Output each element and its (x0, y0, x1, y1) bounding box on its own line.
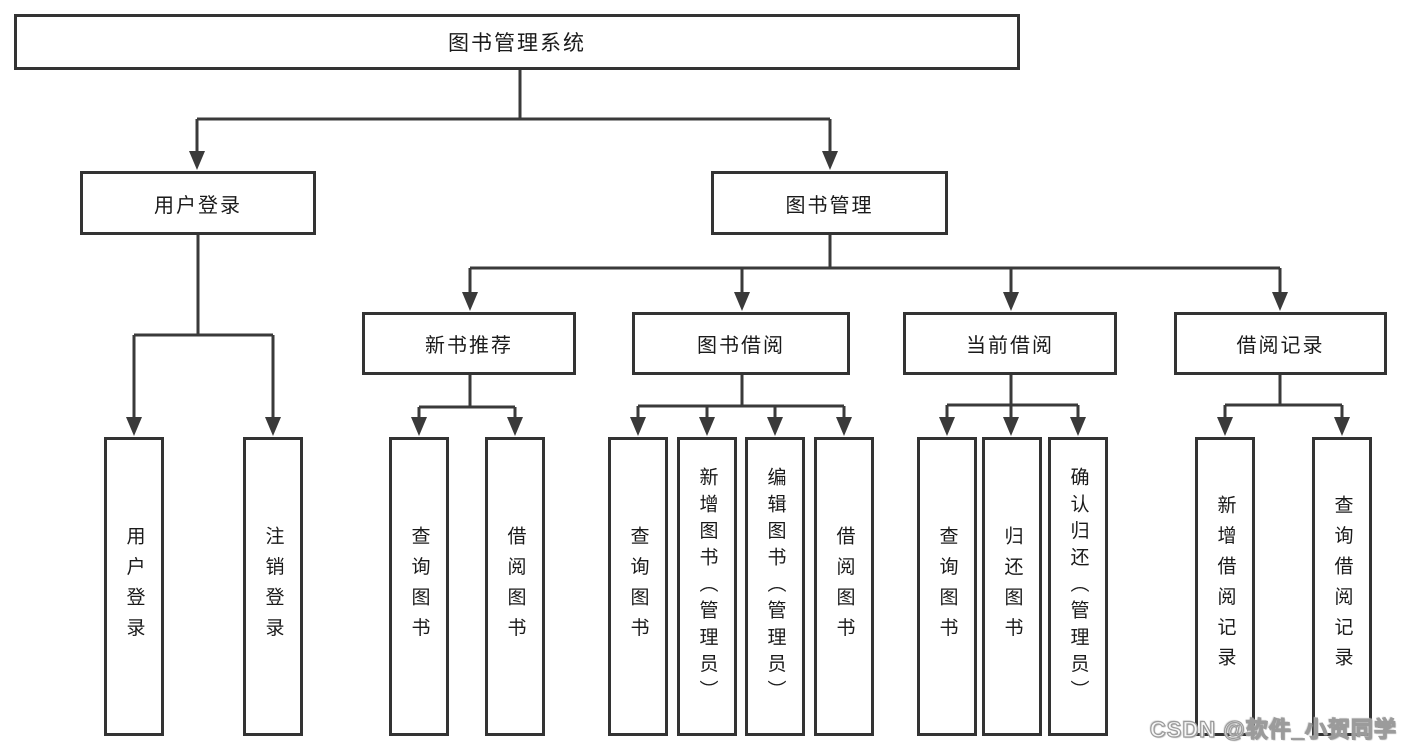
node-label: 图书借阅 (697, 335, 785, 357)
node-label: 查询图书 (936, 525, 958, 648)
node-label: 编辑图书（管理员） (764, 466, 786, 707)
leaf-return-books: 归还图书 (982, 437, 1042, 736)
leaf-borrow-books-borrow: 借阅图书 (814, 437, 874, 736)
node-label: 确认归还（管理员） (1067, 466, 1089, 707)
leaf-query-borrow-record: 查询借阅记录 (1312, 437, 1372, 736)
node-label: 查询借阅记录 (1331, 495, 1353, 678)
leaf-add-borrow-record: 新增借阅记录 (1195, 437, 1255, 736)
node-system-root: 图书管理系统 (14, 14, 1020, 70)
node-new-book-recommend: 新书推荐 (362, 312, 576, 375)
node-label: 图书管理 (785, 194, 874, 217)
node-label: 用户登录 (154, 194, 242, 217)
node-label: 注销登录 (262, 525, 284, 648)
leaf-user-login: 用户登录 (104, 437, 164, 736)
node-user-login: 用户登录 (80, 171, 316, 235)
node-current-borrow: 当前借阅 (903, 312, 1117, 375)
node-label: 借阅图书 (504, 525, 526, 648)
node-book-management: 图书管理 (711, 171, 948, 235)
node-book-borrow: 图书借阅 (632, 312, 850, 375)
leaf-query-books-borrow: 查询图书 (608, 437, 668, 736)
node-label: 图书管理系统 (448, 32, 586, 55)
arrowheads (126, 151, 1350, 436)
leaf-query-books-recommend: 查询图书 (389, 437, 449, 736)
node-label: 用户登录 (123, 525, 145, 648)
csdn-watermark: CSDN @软件_小贺同学 (1149, 716, 1397, 742)
node-label: 借阅图书 (833, 525, 855, 648)
leaf-confirm-return-admin: 确认归还（管理员） (1048, 437, 1108, 736)
node-label: 查询图书 (627, 525, 649, 648)
leaf-add-book-admin: 新增图书（管理员） (677, 437, 737, 736)
node-label: 当前借阅 (966, 335, 1054, 357)
node-label: 查询图书 (408, 525, 430, 648)
tree-edges (132, 70, 1344, 421)
node-label: 新增图书（管理员） (696, 466, 718, 707)
node-label: 新增借阅记录 (1214, 495, 1236, 678)
leaf-logout: 注销登录 (243, 437, 303, 736)
leaf-borrow-books-recommend: 借阅图书 (485, 437, 545, 736)
node-label: 借阅记录 (1236, 335, 1325, 357)
node-label: 归还图书 (1001, 525, 1023, 648)
node-label: 新书推荐 (425, 335, 513, 357)
leaf-query-books-current: 查询图书 (917, 437, 977, 736)
node-borrow-records: 借阅记录 (1174, 312, 1387, 375)
leaf-edit-book-admin: 编辑图书（管理员） (745, 437, 805, 736)
